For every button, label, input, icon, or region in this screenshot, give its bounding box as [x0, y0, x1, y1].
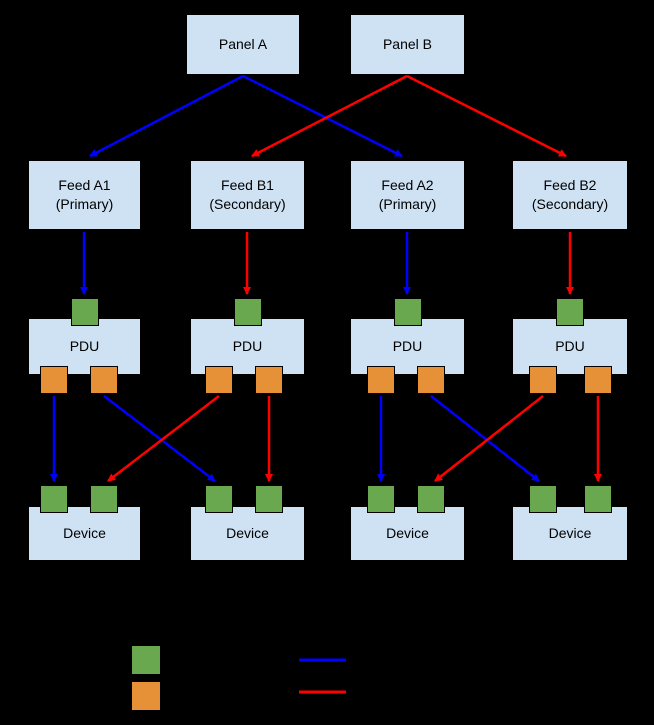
pdu-1-label: PDU [69, 338, 100, 355]
device-4-label: Device [548, 525, 592, 542]
feed-a2-role: (Primary) [378, 196, 437, 212]
device-3-port-right-icon [417, 485, 445, 513]
feed-a1-name: Feed A1 [58, 177, 111, 194]
device-1-box: Device [28, 506, 141, 561]
legend-orange-swatch-icon [131, 681, 161, 711]
panel-a-label: Panel A [218, 36, 268, 53]
pdu-4-box: PDU [512, 318, 628, 375]
pdu-2-input-port-icon [234, 298, 262, 326]
feed-b1-role: (Secondary) [209, 196, 286, 212]
feed-b1-box: Feed B1 (Secondary) [190, 160, 305, 230]
arrow-panel-a-to-feed-a2 [242, 74, 403, 158]
feed-b2-box: Feed B2 (Secondary) [512, 160, 628, 230]
arrow-panel-b-to-feed-b2 [406, 74, 567, 158]
device-2-box: Device [190, 506, 305, 561]
pdu-4-input-port-icon [556, 298, 584, 326]
feed-a2-name: Feed A2 [381, 177, 434, 194]
pdu-4-output-port-right-icon [584, 366, 612, 394]
device-1-label: Device [63, 525, 106, 542]
pdu-1-output-port-right-icon [90, 366, 118, 394]
device-3-label: Device [386, 525, 429, 542]
pdu-3-box: PDU [350, 318, 465, 375]
panel-b-box: Panel B [350, 14, 465, 75]
pdu-4-output-port-left-icon [529, 366, 557, 394]
pdu-4-label: PDU [555, 338, 585, 355]
device-3-box: Device [350, 506, 465, 561]
pdu-2-output-port-right-icon [255, 366, 283, 394]
feed-a2-box: Feed A2 (Primary) [350, 160, 465, 230]
feed-b2-name: Feed B2 [543, 177, 597, 194]
arrow-pdu-2-left-to-device-1 [107, 395, 220, 482]
device-3-port-left-icon [367, 485, 395, 513]
device-2-port-left-icon [205, 485, 233, 513]
arrow-pdu-4-left-to-device-3 [434, 395, 544, 482]
panel-b-label: Panel B [382, 36, 433, 53]
feed-a1-box: Feed A1 (Primary) [28, 160, 141, 230]
pdu-3-output-port-left-icon [367, 366, 395, 394]
device-1-port-left-icon [40, 485, 68, 513]
arrow-pdu-1-right-to-device-2 [103, 395, 216, 482]
pdu-2-box: PDU [190, 318, 305, 375]
arrow-panel-a-to-feed-a1 [89, 74, 244, 158]
pdu-1-output-port-left-icon [40, 366, 68, 394]
panel-a-box: Panel A [186, 14, 300, 75]
feed-a1-role: (Primary) [55, 196, 114, 212]
arrow-panel-b-to-feed-b1 [251, 74, 408, 158]
pdu-3-label: PDU [392, 338, 423, 355]
pdu-2-label: PDU [232, 338, 263, 355]
device-2-port-right-icon [255, 485, 283, 513]
pdu-3-output-port-right-icon [417, 366, 445, 394]
device-4-port-left-icon [529, 485, 557, 513]
pdu-2-output-port-left-icon [205, 366, 233, 394]
feed-b1-name: Feed B1 [221, 177, 274, 194]
pdu-3-input-port-icon [394, 298, 422, 326]
legend-green-swatch-icon [131, 645, 161, 675]
device-4-box: Device [512, 506, 628, 561]
device-2-label: Device [226, 525, 269, 542]
arrow-pdu-3-right-to-device-4 [430, 395, 540, 482]
pdu-1-input-port-icon [71, 298, 99, 326]
device-1-port-right-icon [90, 485, 118, 513]
feed-b2-role: (Secondary) [531, 196, 609, 212]
pdu-1-box: PDU [28, 318, 141, 375]
device-4-port-right-icon [584, 485, 612, 513]
